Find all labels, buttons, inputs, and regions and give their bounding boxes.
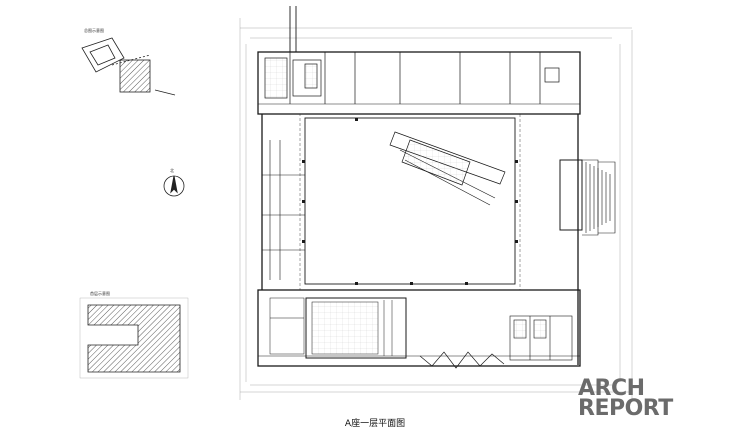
grid-lines [239,18,633,400]
lecture-hall-seating [269,297,407,359]
diagonal-ramp [389,131,506,206]
site-plan-diagram [81,37,176,96]
floor-key-label: 首层示意图 [90,291,110,296]
bottom-right-rooms [509,315,573,361]
drawing-caption: A座一层平面图 [344,419,406,429]
north-label: 北 [170,168,174,173]
watermark-line1: ARCH [578,376,645,401]
left-colonnade [262,140,305,280]
site-plan-label: 总图示意图 [84,28,104,33]
top-shaft [289,6,297,52]
side-stair [559,159,616,236]
top-wing-rooms [264,52,560,104]
watermark-line2: REPORT [578,396,673,421]
north-arrow-icon [163,175,185,197]
courtyard-grid [302,118,518,285]
bottom-facade [419,351,505,369]
arch-report-watermark: ARCH REPORT [578,376,738,422]
floor-key-diagram [79,297,189,379]
